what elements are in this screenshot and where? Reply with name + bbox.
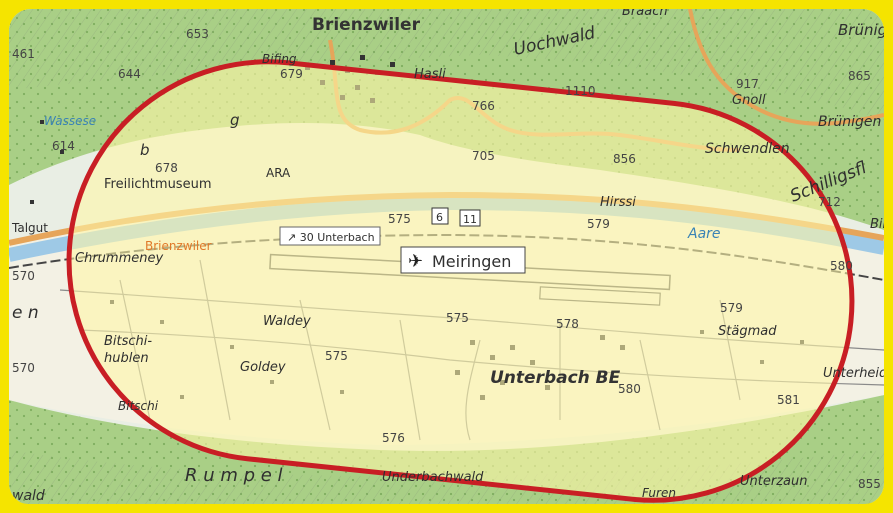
label-schwendlen: Schwendlen — [705, 141, 790, 157]
highlight-zone — [66, 59, 855, 503]
elev-575c: 575 — [325, 349, 348, 363]
label-wasseser: Wassese — [44, 114, 96, 128]
elevation-labels: 653 461 644 679 1110 917 865 766 614 678… — [12, 27, 881, 491]
label-stagmad: Stägmad — [718, 324, 777, 339]
label-braech: Brääch — [622, 4, 668, 19]
label-bitschi: Bitschi — [118, 399, 159, 413]
label-bifing: Bifing — [262, 52, 297, 66]
signpost-unterbach: ↗ 30 Unterbach — [279, 226, 381, 246]
label-wald: wald — [12, 488, 45, 504]
elev-1110: 1110 — [565, 84, 596, 98]
elev-766: 766 — [472, 99, 495, 113]
elev-644: 644 — [118, 67, 141, 81]
elev-579b: 579 — [720, 301, 743, 315]
label-brienzwiler-village: Brienzwiler — [312, 15, 421, 35]
elev-581: 581 — [777, 393, 800, 407]
highway-shield-6: 6 — [431, 207, 449, 225]
elev-856: 856 — [613, 152, 636, 166]
elev-705: 705 — [472, 149, 495, 163]
label-bitschihublen-1: Bitschi- — [104, 334, 152, 349]
label-gnoll: Gnoll — [732, 93, 766, 108]
label-unterheid: Unterheid — [823, 366, 888, 381]
elev-679: 679 — [280, 67, 303, 81]
label-ara: ARA — [266, 166, 291, 180]
label-hirssi: Hirssi — [600, 195, 636, 210]
label-b-letter: b — [140, 141, 150, 159]
signpost-label: ↗ 30 Unterbach — [287, 231, 375, 244]
elev-570a: 570 — [12, 269, 35, 283]
label-aare: Aare — [687, 226, 721, 242]
elev-865: 865 — [848, 69, 871, 83]
airplane-icon: ✈ — [408, 251, 423, 272]
label-freilichtmuseum: Freilichtmuseum — [104, 177, 212, 192]
elev-653: 653 — [186, 27, 209, 41]
elev-575a: 575 — [388, 212, 411, 226]
elev-576: 576 — [382, 431, 405, 445]
label-waldey: Waldey — [263, 314, 311, 329]
brunig-road — [688, 9, 884, 126]
label-chrummeney: Chrummeney — [75, 251, 163, 266]
north-slope-hatching — [9, 9, 884, 120]
elev-580b: 580 — [618, 382, 641, 396]
elev-712: 712 — [818, 195, 841, 209]
highway-number-6: 6 — [436, 211, 443, 224]
label-talgut: Talgut — [11, 221, 48, 235]
label-unterzaun: Unterzaun — [740, 474, 807, 489]
label-g-letter: g — [230, 111, 240, 129]
elev-570b: 570 — [12, 361, 35, 375]
label-hasli: Hasli — [414, 67, 446, 82]
label-brienzwiler-station: Brienzwiler — [145, 239, 212, 253]
label-bitschihublen-2: hublen — [104, 351, 149, 366]
elev-580a: 580 — [830, 259, 853, 273]
highway-number-11: 11 — [463, 213, 477, 226]
elev-578: 578 — [556, 317, 579, 331]
elev-678: 678 — [155, 161, 178, 175]
label-furen: Furen — [642, 486, 676, 500]
elev-579a: 579 — [587, 217, 610, 231]
label-goldey: Goldey — [240, 360, 286, 375]
label-meiringen: Meiringen — [432, 252, 511, 271]
label-bir-right: Bir — [870, 217, 890, 232]
elev-917: 917 — [736, 77, 759, 91]
label-en-left: e n — [12, 303, 39, 323]
label-underbachwald: Underbachwald — [382, 470, 484, 485]
label-unterbach-be: Unterbach BE — [490, 368, 621, 388]
elev-614: 614 — [52, 139, 75, 153]
highway-shield-11: 11 — [459, 209, 481, 227]
label-rumpel: R u m p e l — [185, 465, 283, 486]
airport-label-box: ✈ Meiringen — [400, 246, 526, 274]
label-brunigen: Brünigen — [818, 114, 881, 130]
elev-461: 461 — [12, 47, 35, 61]
elev-855: 855 — [858, 477, 881, 491]
elev-575b: 575 — [446, 311, 469, 325]
label-brunig: Brünig — [838, 21, 887, 39]
